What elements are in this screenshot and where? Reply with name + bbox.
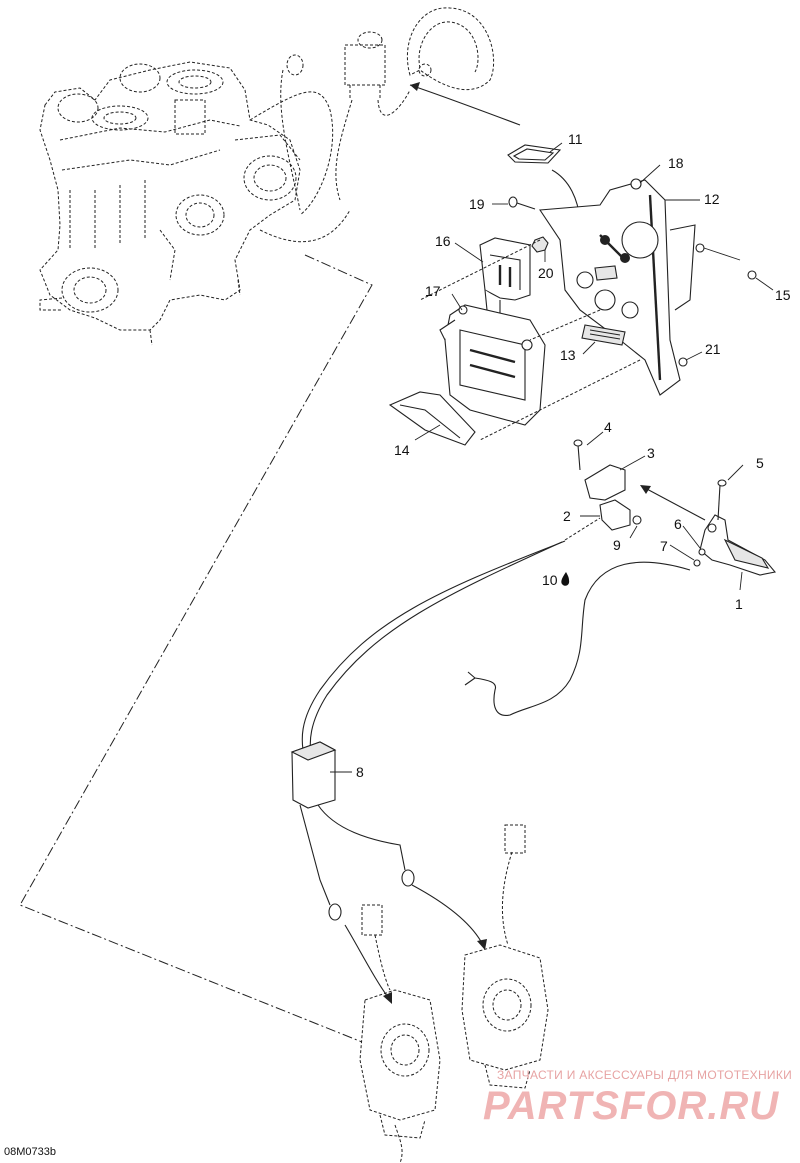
handlebar-phantom (406, 7, 495, 90)
arrow-lever (644, 487, 706, 521)
connector-part (581, 324, 626, 346)
guide-line (529, 309, 601, 341)
callout-12: 12 (704, 191, 720, 207)
cable-guide (564, 517, 601, 541)
callout-21: 21 (705, 341, 721, 357)
callouts: 1 2 3 4 5 6 7 8 9 10 11 12 13 14 15 16 1… (356, 131, 791, 780)
bolt-part (508, 196, 536, 210)
arrow-to-carb-left-head (383, 992, 392, 1004)
callout-13: 13 (560, 347, 576, 363)
screws-part (695, 243, 757, 280)
throttle-cable (301, 540, 566, 761)
washer-part (630, 178, 642, 190)
callout-18: 18 (668, 155, 684, 171)
callout-9: 9 (613, 537, 621, 553)
callout-16: 16 (435, 233, 451, 249)
lubricant-icon (561, 572, 570, 586)
throttle-sensor-phantom (335, 31, 411, 201)
arrow-to-sensor (409, 84, 521, 126)
installation-guide-line (19, 254, 373, 1043)
cable-junction (290, 741, 415, 921)
lever-bolt-head (717, 479, 727, 487)
callout-19: 19 (469, 196, 485, 212)
callout-3: 3 (647, 445, 655, 461)
callout-5: 5 (756, 455, 764, 471)
watermark-text: ЗАПЧАСТИ И АКСЕССУАРЫ ДЛЯ МОТОТЕХНИКИ (497, 1068, 793, 1082)
gasket-part (507, 144, 562, 164)
lever-screw (693, 559, 701, 567)
arrow-to-carb-right-head (477, 939, 487, 950)
callout-8: 8 (356, 764, 364, 780)
ecu-module (439, 304, 546, 426)
guide-line (419, 239, 541, 301)
arrow-lever-head (640, 485, 651, 494)
lever-washer (698, 548, 706, 556)
callout-6: 6 (674, 516, 682, 532)
screw-part (678, 357, 688, 367)
callout-7: 7 (660, 538, 668, 554)
callout-4: 4 (604, 419, 612, 435)
engine-phantom (39, 54, 351, 346)
callout-11: 11 (568, 131, 583, 147)
callout-14: 14 (394, 442, 410, 458)
lever-wire-end (464, 671, 476, 686)
callout-2: 2 (563, 508, 571, 524)
arrow-to-carb-right (411, 884, 484, 946)
lever-bolt (717, 484, 721, 521)
callout-15: 15 (775, 287, 791, 303)
callout-20: 20 (538, 265, 554, 281)
throttle-lever (699, 514, 777, 576)
callout-17: 17 (425, 283, 441, 299)
callout-1: 1 (735, 596, 743, 612)
leader-lines (330, 142, 774, 773)
carburetor-right-phantom (461, 824, 549, 1089)
mounting-bracket (539, 179, 696, 396)
diagram-reference-code: 08M0733b (4, 1146, 56, 1158)
lever-wire (474, 561, 691, 716)
watermark-logo: PARTSFOR.RU (483, 1084, 780, 1128)
ecu-shield (388, 391, 476, 446)
throttle-housing (573, 439, 642, 531)
callout-10: 10 (542, 572, 558, 588)
arrow-to-carb-left (344, 924, 391, 1001)
relay-module (479, 237, 531, 323)
carburetor-left-phantom (359, 904, 441, 1163)
arrow-to-sensor-head (410, 82, 420, 91)
nut-part (531, 236, 549, 253)
